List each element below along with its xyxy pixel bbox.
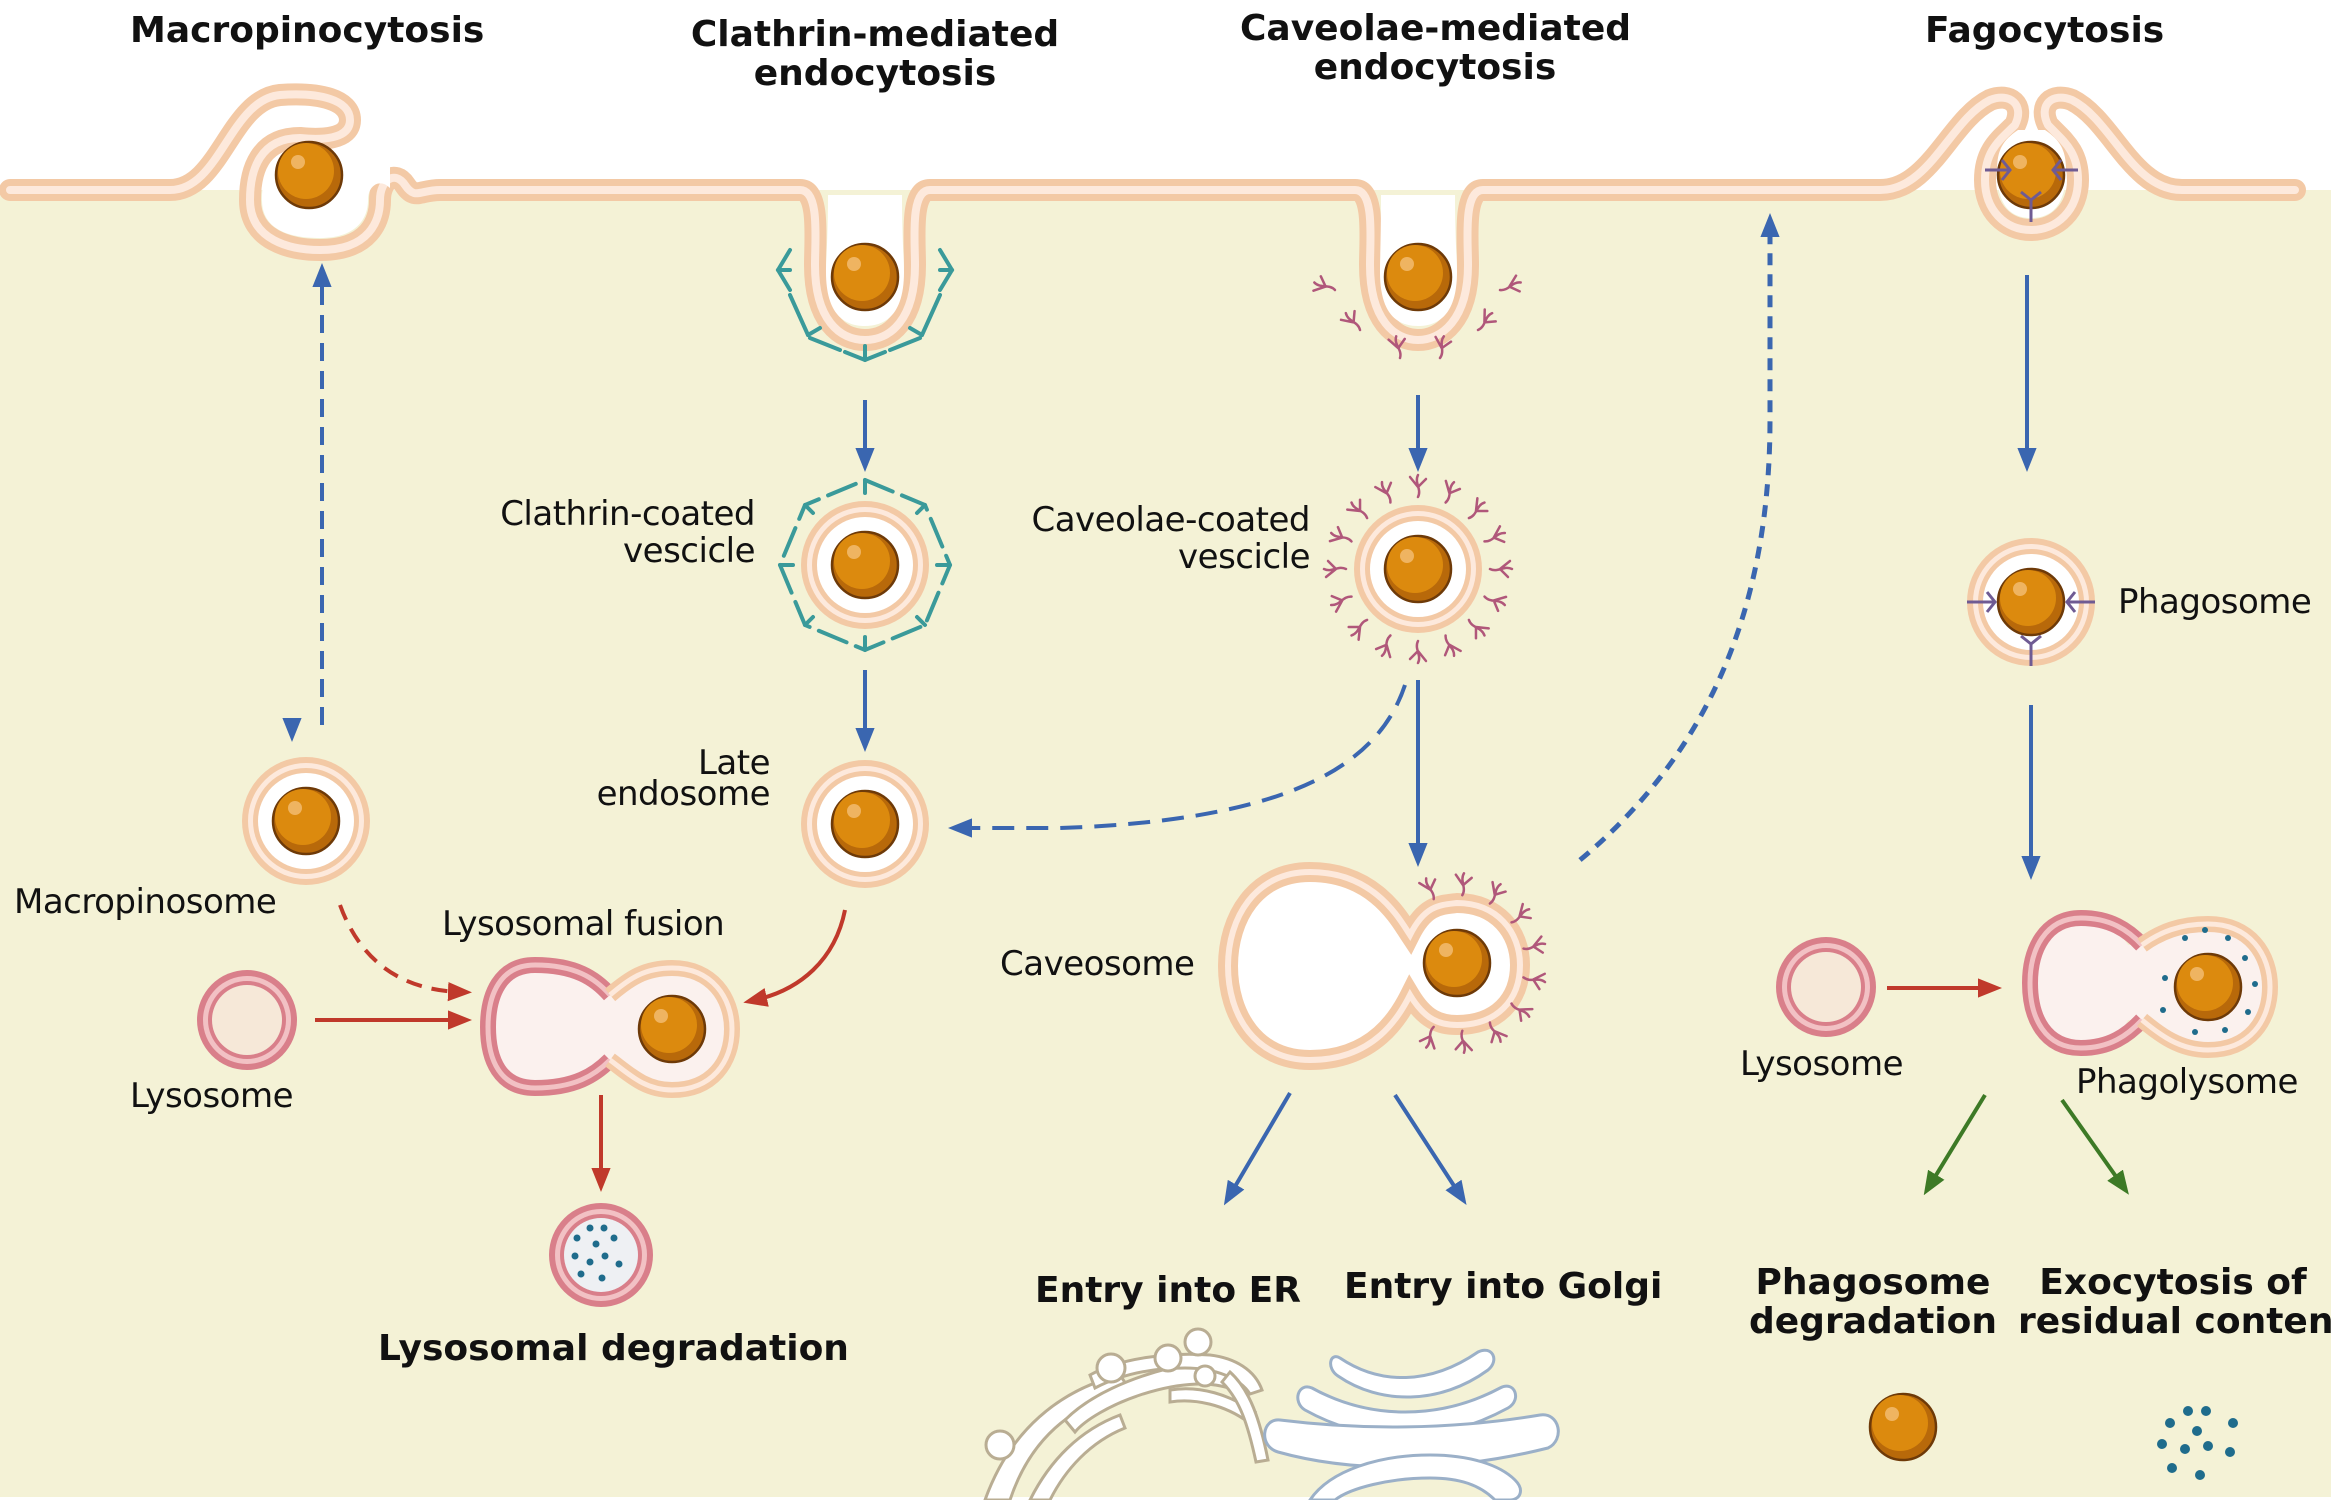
outcome-phagosome-degradation-line1: Phagosome bbox=[1755, 1262, 1991, 1303]
plasma-membrane bbox=[0, 83, 2306, 351]
caveolin-protein bbox=[1374, 634, 1392, 659]
caveolin-protein bbox=[1488, 559, 1514, 579]
residual-content-dots bbox=[2157, 1406, 2238, 1480]
degraded-lysosome bbox=[549, 1203, 653, 1307]
caveolin-protein bbox=[1510, 902, 1532, 924]
title-macropinocytosis: Macropinocytosis bbox=[130, 10, 485, 51]
caveolin-protein bbox=[1346, 498, 1369, 520]
label-phagosome: Phagosome bbox=[2118, 582, 2312, 622]
cytoplasm-background bbox=[0, 190, 2331, 1497]
macropinosome-vesicle bbox=[242, 757, 370, 885]
title-clathrin-line1: Clathrin-mediated bbox=[690, 14, 1060, 55]
arrow-endosome-to-fusion bbox=[743, 909, 847, 1007]
cargo-particle-macropino bbox=[274, 140, 344, 210]
phagosome bbox=[1967, 538, 2095, 666]
outcome-phagosome-degradation: Phagosome degradation bbox=[1748, 1262, 1998, 1342]
label-lysosome-right: Lysosome bbox=[1740, 1044, 1904, 1084]
title-clathrin-line2: endocytosis bbox=[753, 52, 997, 94]
cargo-particle-caveolae-pit bbox=[1383, 242, 1453, 312]
label-lysosomal-fusion: Lysosomal fusion bbox=[442, 904, 725, 944]
label-late-endosome: Late endosome bbox=[560, 743, 771, 814]
caveolin-protein bbox=[1322, 559, 1348, 579]
degraded-particle bbox=[1868, 1392, 1938, 1462]
cargo-particle-clathrin-pit bbox=[830, 242, 900, 312]
label-late-endosome-line1: Late bbox=[697, 743, 771, 783]
label-clathrin-vesicle-line1: Clathrin-coated bbox=[500, 494, 755, 534]
lysosome-right bbox=[1776, 937, 1876, 1037]
label-macropinosome: Macropinosome bbox=[14, 882, 277, 922]
caveolin-coat-pit bbox=[1312, 274, 1522, 360]
arrows bbox=[282, 213, 2129, 1206]
arrow-caveosome-recycle-up bbox=[1578, 213, 1780, 862]
caveolin-protein bbox=[1454, 1029, 1474, 1054]
caveolin-protein bbox=[1329, 594, 1353, 613]
label-clathrin-vesicle-line2: vescicle bbox=[623, 530, 755, 571]
outcome-exocytosis: Exocytosis of residual content bbox=[2018, 1262, 2331, 1342]
title-clathrin: Clathrin-mediated endocytosis bbox=[690, 14, 1060, 94]
caveolin-protein bbox=[1488, 1021, 1508, 1044]
arrow-to-phagosome-degradation bbox=[1923, 1093, 1987, 1196]
caveolin-protein bbox=[1522, 972, 1547, 991]
arrow-to-exocytosis bbox=[2060, 1098, 2129, 1195]
caveolin-protein bbox=[1418, 877, 1437, 901]
label-clathrin-coated-vesicle: Clathrin-coated vescicle bbox=[470, 496, 755, 569]
title-caveolae-line1: Caveolae-mediated bbox=[1240, 8, 1632, 49]
caveolin-protein bbox=[1443, 634, 1462, 658]
endoplasmic-reticulum bbox=[982, 1327, 1270, 1502]
title-caveolae-line2: endocytosis bbox=[1313, 46, 1557, 88]
caveolin-protein bbox=[1328, 525, 1353, 543]
title-fagocytosis: Fagocytosis bbox=[1925, 10, 2165, 51]
caveolin-protein bbox=[1408, 473, 1428, 499]
clathrin-coated-vesicle bbox=[777, 477, 953, 653]
caveolin-protein bbox=[1483, 525, 1507, 544]
clathrin-coat-pit bbox=[775, 248, 955, 363]
arrow-caveolae-to-endosome bbox=[948, 684, 1407, 838]
golgi-apparatus bbox=[1263, 1348, 1560, 1502]
lysosome-left bbox=[197, 970, 297, 1070]
lysosomal-fusion-vesicle bbox=[479, 956, 741, 1099]
caveolin-protein bbox=[1347, 618, 1369, 641]
arrow-macropinosome-to-fusion bbox=[338, 904, 472, 1002]
caveosome-vesicle bbox=[1217, 861, 1547, 1071]
outcome-entry-er: Entry into ER bbox=[1035, 1270, 1301, 1311]
caveolin-protein bbox=[1418, 1025, 1436, 1050]
outcome-phagosome-degradation-line2: degradation bbox=[1749, 1300, 1997, 1342]
caveolin-protein bbox=[1522, 935, 1547, 954]
outcome-exocytosis-line1: Exocytosis of bbox=[2039, 1262, 2307, 1303]
caveolin-protein bbox=[1444, 479, 1462, 504]
late-endosome-vesicle bbox=[801, 760, 929, 888]
outcome-entry-golgi: Entry into Golgi bbox=[1344, 1266, 1663, 1307]
label-caveolae-vesicle-line1: Caveolae-coated bbox=[1031, 500, 1310, 540]
caveolin-protein bbox=[1454, 872, 1473, 897]
fago-receptors bbox=[1985, 159, 2078, 222]
caveolin-protein bbox=[1467, 618, 1490, 640]
label-phagolysome: Phagolysome bbox=[2076, 1062, 2298, 1102]
label-caveolae-coated-vesicle: Caveolae-coated vescicle bbox=[1010, 502, 1310, 575]
caveolin-protein bbox=[1467, 497, 1489, 520]
caveolin-protein bbox=[1374, 480, 1393, 504]
arrow-to-er bbox=[1223, 1091, 1292, 1206]
arrow-to-golgi bbox=[1393, 1093, 1467, 1206]
caveolin-protein bbox=[1488, 880, 1507, 905]
caveolin-protein bbox=[1510, 1002, 1534, 1023]
label-late-endosome-line2: endosome bbox=[596, 773, 771, 814]
phagolysome-vesicle bbox=[2021, 909, 2279, 1059]
caveolae-coated-vesicle bbox=[1322, 473, 1514, 665]
caveolin-protein bbox=[1483, 595, 1508, 613]
caveolin-protein bbox=[1408, 639, 1428, 665]
label-caveolae-vesicle-line2: vescicle bbox=[1178, 536, 1310, 577]
outcome-lysosomal-degradation: Lysosomal degradation bbox=[378, 1328, 849, 1369]
title-caveolae: Caveolae-mediated endocytosis bbox=[1240, 8, 1632, 88]
label-caveosome: Caveosome bbox=[1000, 944, 1195, 984]
outcome-exocytosis-line2: residual content bbox=[2018, 1300, 2331, 1342]
label-lysosome-left: Lysosome bbox=[130, 1076, 294, 1116]
